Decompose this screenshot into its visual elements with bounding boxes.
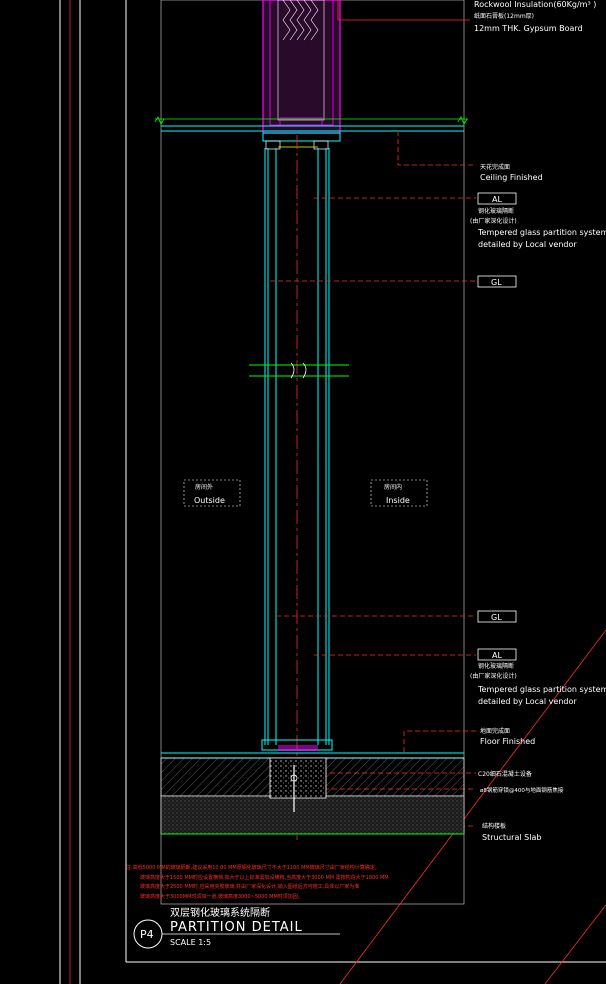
slab-label-en: Structural Slab — [482, 833, 541, 842]
svg-text:Outside: Outside — [194, 496, 225, 505]
leader-lines — [270, 131, 476, 827]
svg-text:Inside: Inside — [386, 496, 410, 505]
ceiling-line — [154, 116, 468, 132]
svg-text:房间内: 房间内 — [384, 483, 402, 491]
c20-label: C20细石混凝土设备 — [478, 770, 532, 778]
glass-label-bottom-en-2: detailed by Local vendor — [478, 697, 577, 706]
top-channel — [262, 132, 341, 150]
note-line: 玻璃高度大于2500 MM时,应采用夹胶玻璃,并由厂家深化设计,输入图纸后方可施… — [140, 883, 359, 890]
detail-number: P4 — [140, 928, 154, 941]
leader-lines-solid — [337, 0, 470, 21]
title-cn: 双层钢化玻璃系统隔断 — [170, 906, 270, 919]
glass-label-bottom-cn-1: 钢化玻璃隔断 — [478, 662, 514, 670]
al-tag-top: AL — [477, 192, 517, 205]
general-notes: 注:高低5000 MM的玻璃隔断,建议采用10.00 MM厚钢化玻璃尺寸不大于1… — [126, 864, 389, 900]
svg-text:AL: AL — [492, 651, 502, 660]
floor-label-en: Floor Finished — [480, 737, 535, 746]
title-scale: SCALE 1:5 — [170, 938, 211, 947]
glass-label-top-en-1: Tempered glass partition system — [477, 228, 606, 237]
slab-label-cn: 结构楼板 — [482, 822, 506, 830]
floor-section — [160, 739, 465, 835]
note-line: 注:高低5000 MM的玻璃隔断,建议采用10.00 MM厚钢化玻璃尺寸不大于1… — [126, 864, 380, 871]
break-mark — [249, 362, 349, 379]
title-block: P4 双层钢化玻璃系统隔断 PARTITION DETAIL SCALE 1:5 — [133, 906, 340, 949]
sheet-frame — [59, 0, 606, 984]
svg-text:GL: GL — [491, 278, 502, 287]
glass-label-top-en-2: detailed by Local vendor — [478, 240, 577, 249]
insulation-label: Rockwool Insulation(60Kg/m³ ) — [474, 0, 596, 9]
note-line: 玻璃高度大于1500 MM时应设置横档,如大于以上标准需加设横档,当高度大于30… — [140, 874, 389, 881]
al-tag-bottom: AL — [477, 648, 517, 661]
gypsum-label-cn: 纸面石膏板(12mm厚) — [474, 12, 534, 20]
svg-text:房间外: 房间外 — [195, 483, 213, 491]
ceiling-wall-section — [262, 0, 341, 134]
floor-label-cn: 地面完成面 — [480, 727, 510, 735]
note-line: 玻璃高度大于3000MM时须加一道,玻璃高度3000~5000 MM时须加固。 — [140, 893, 303, 900]
glass-label-top-cn-2: (由厂家深化设计) — [470, 217, 517, 225]
gl-tag-lower: GL — [477, 610, 517, 623]
rebar-label: ø8钢筋穿锁@400与地面钢筋焦接 — [480, 786, 564, 794]
title-en: PARTITION DETAIL — [170, 920, 303, 935]
glass-label-bottom-cn-2: (由厂家深化设计) — [470, 672, 517, 680]
outside-label: 房间外 Outside — [183, 479, 241, 507]
glass-panes — [264, 148, 330, 745]
svg-text:AL: AL — [492, 195, 502, 204]
gypsum-label-en: 12mm THK. Gypsum Board — [474, 24, 583, 33]
ceiling-label-en: Ceiling Finished — [480, 173, 543, 182]
section-cut-lines — [339, 629, 606, 984]
svg-text:GL: GL — [491, 613, 502, 622]
inside-label: 房间内 Inside — [370, 479, 428, 507]
ceiling-label-cn: 天花完成面 — [480, 163, 510, 171]
glass-label-bottom-en-1: Tempered glass partition system — [477, 685, 606, 694]
gl-tag-upper: GL — [477, 275, 517, 288]
glass-label-top-cn-1: 钢化玻璃隔断 — [478, 207, 514, 215]
